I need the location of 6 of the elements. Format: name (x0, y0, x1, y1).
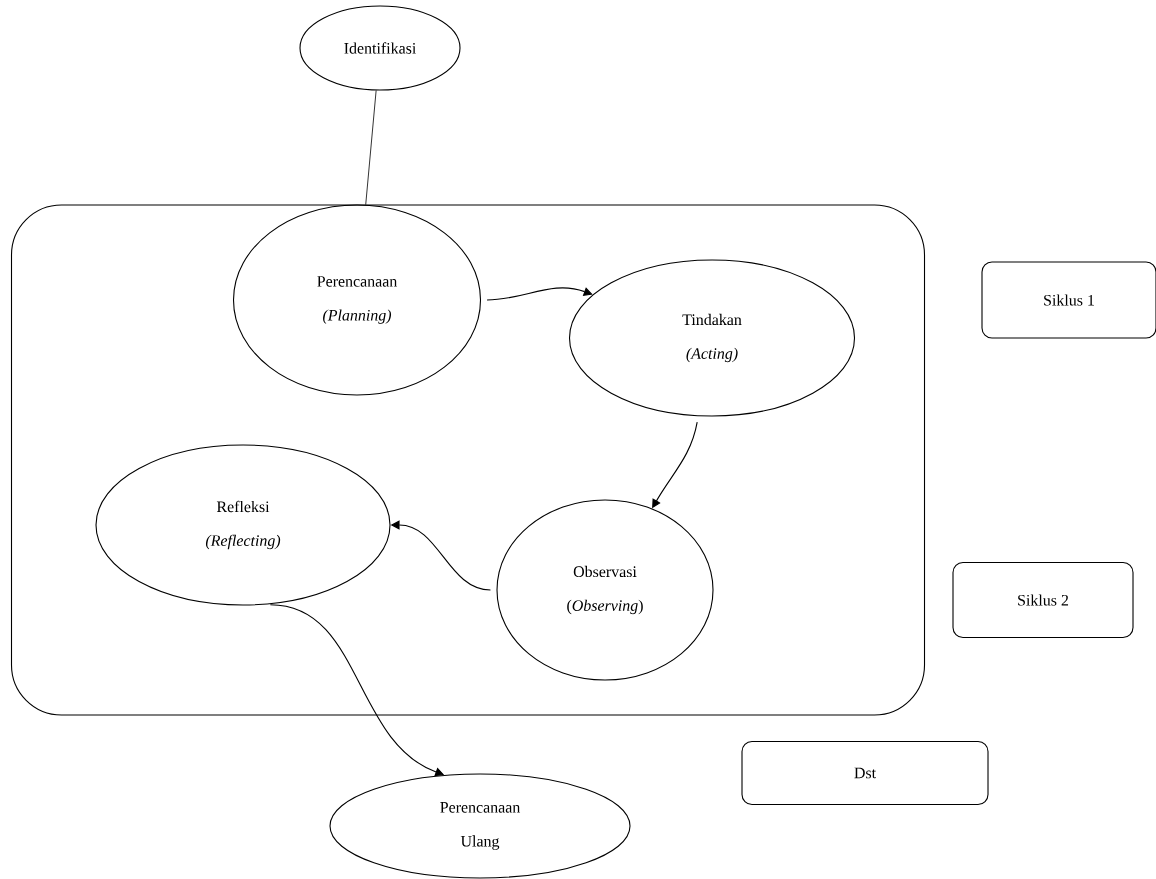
arrow (486, 287, 593, 301)
label-box: Siklus 1 (981, 261, 1156, 339)
connector-line (365, 90, 377, 206)
cycle-frame (10, 204, 926, 716)
label-box: Dst (741, 740, 989, 806)
label-box: Siklus 2 (952, 561, 1134, 639)
